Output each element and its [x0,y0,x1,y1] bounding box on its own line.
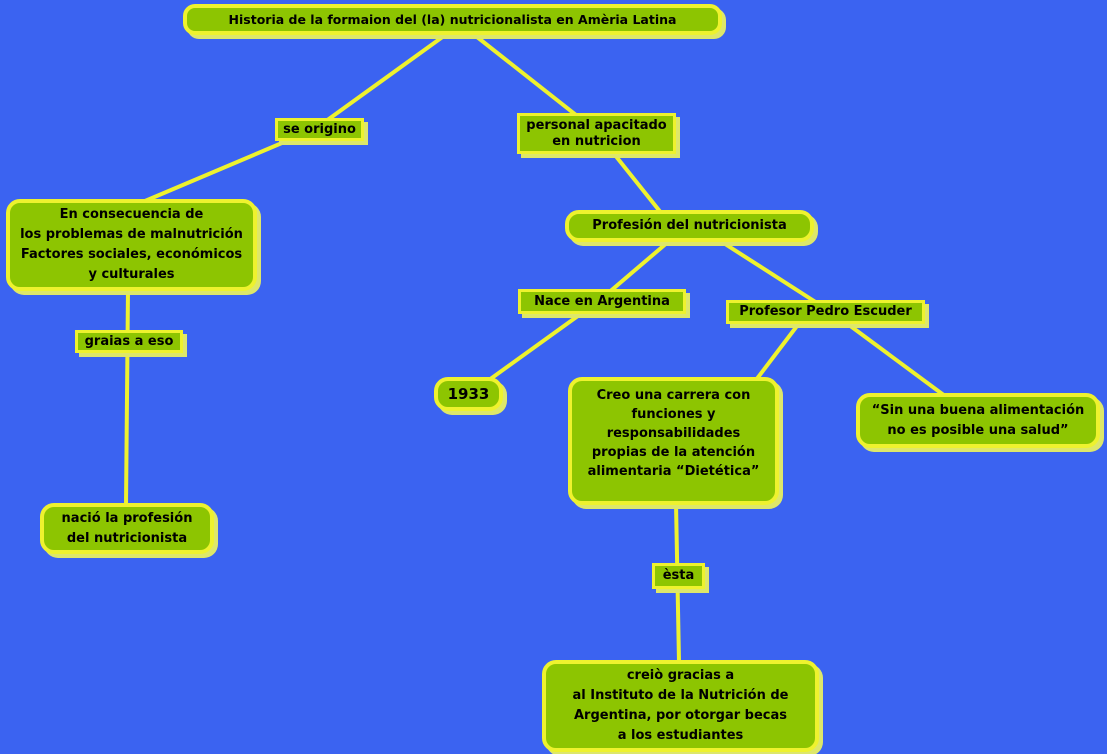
node-text-line: del nutricionista [66,530,188,546]
node-text-line: alimentaria “Dietética” [587,464,760,479]
node-text-line: los problemas de malnutrición [20,227,243,242]
node-text-line: En consecuencia de [59,207,204,222]
node-text-line: al Instituto de la Nutrición de [572,688,789,703]
link-label-line: personal apacitado [526,117,667,133]
link-label-esta[interactable]: èsta [652,563,705,589]
node-text-line: Creo una carrera con [596,388,751,403]
node-text-line: 1933 [447,385,490,403]
connector-escuder-carrera [754,320,802,382]
node-consecuencia[interactable]: En consecuencia de los problemas de maln… [6,199,257,291]
node-text-line: no es posible una salud” [887,422,1069,438]
node-text-line: nació la profesión [61,510,193,526]
link-label-gracias-a-eso[interactable]: graias a eso [75,330,183,353]
link-label-text: èsta [662,568,695,583]
link-label-text: se origino [283,121,356,137]
node-profesion[interactable]: Profesión del nutricionista [565,210,814,242]
node-cita[interactable]: “Sin una buena alimentación no es posibl… [856,393,1100,448]
link-label-text: Nace en Argentina [534,293,670,309]
node-title[interactable]: Historia de la formaion del (la) nutrici… [183,4,722,35]
node-text-line: Factores sociales, económicos [20,247,243,262]
node-text-line: responsabilidades [606,426,741,441]
node-text-line: “Sin una buena alimentación [871,402,1085,418]
connector-profesion-escuder [720,240,830,312]
connector-title-consecuencia [144,31,450,203]
link-label-personal-capacitado[interactable]: personal apacitado en nutricion [517,113,676,154]
link-label-line: en nutricion [552,133,641,149]
node-text-line: Profesión del nutricionista [592,218,787,233]
node-title-text: Historia de la formaion del (la) nutrici… [228,11,677,27]
connector-escuder-cita [843,320,947,398]
node-carrera[interactable]: Creo una carrera con funciones y respons… [568,377,779,505]
connector-consecuencia-nacio [124,288,130,507]
node-text-line: Argentina, por otorgar becas [573,708,788,723]
node-nacio-profesion[interactable]: nació la profesión del nutricionista [40,503,214,554]
link-label-profesor-pedro-escuder[interactable]: Profesor Pedro Escuder [726,300,925,324]
node-1933[interactable]: 1933 [434,377,503,411]
node-text-line: a los estudiantes [617,728,744,743]
node-text-line: creiò gracias a [626,668,735,683]
node-text-line: y culturales [88,267,175,282]
node-instituto[interactable]: creiò gracias a al Instituto de la Nutri… [542,660,819,752]
link-label-text: Profesor Pedro Escuder [739,304,912,319]
link-label-nace-en-argentina[interactable]: Nace en Argentina [518,289,686,314]
node-text-line: funciones y [631,407,716,422]
link-label-se-origino[interactable]: se origino [275,118,364,141]
node-text-line: propias de la atención [591,445,756,460]
link-label-text: graias a eso [84,333,174,349]
